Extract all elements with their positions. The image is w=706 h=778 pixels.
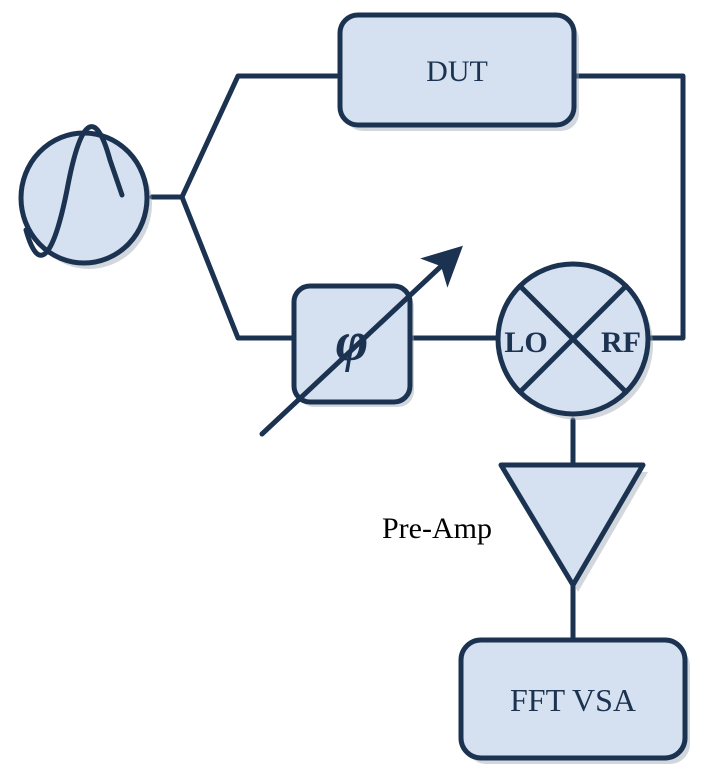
preamp: Pre-Amp [382, 462, 648, 592]
fft-vsa-block: FFT VSA [458, 637, 690, 764]
dut-block: DUT [337, 12, 579, 131]
phase-shifter: φ [259, 245, 463, 437]
mixer-rf-label: RF [601, 326, 641, 359]
preamp-label: Pre-Amp [382, 512, 492, 545]
adjustment-arrow-icon [259, 245, 463, 437]
signal-source [18, 124, 152, 269]
phase-shifter-label: φ [336, 311, 369, 373]
mixer-lo-label: LO [504, 326, 547, 359]
sine-wave-icon [23, 124, 125, 258]
cross-circle-icon [517, 283, 629, 395]
mixer: LO RF [495, 261, 653, 420]
vsa-label: FFT VSA [510, 682, 636, 718]
dut-label: DUT [426, 55, 488, 88]
signal-wires [149, 73, 686, 643]
triangle-icon [498, 462, 646, 588]
